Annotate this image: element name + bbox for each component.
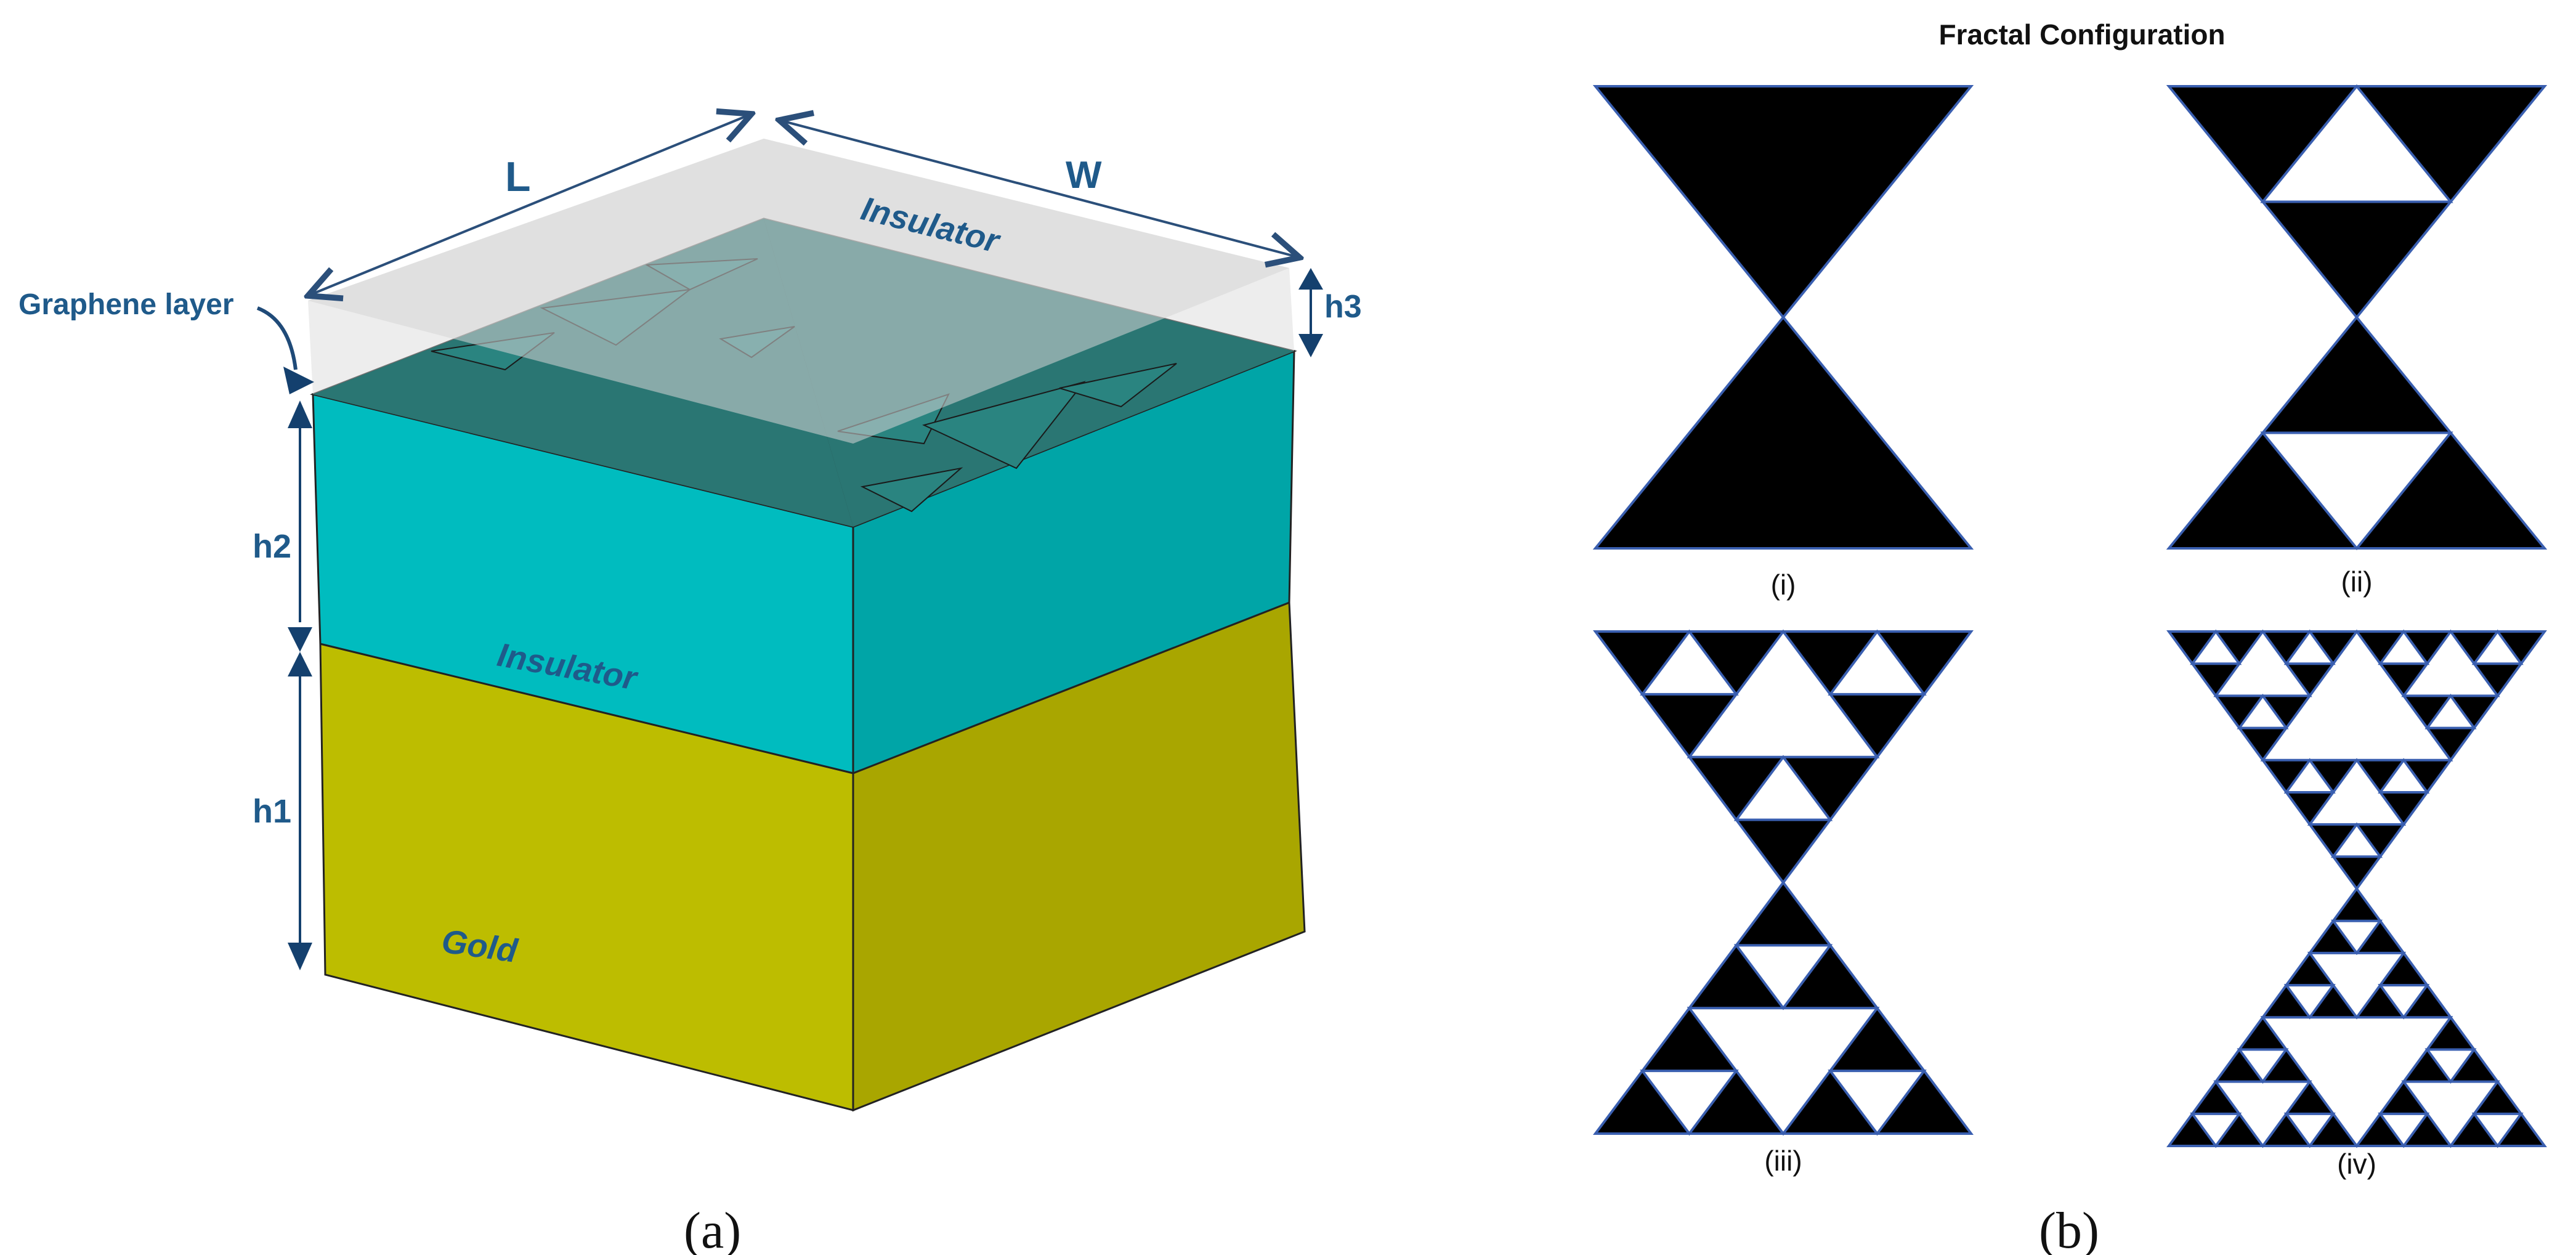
fractal-hole-triangle <box>2471 629 2524 665</box>
fractal-hole-triangle <box>2237 1048 2289 1084</box>
fractal-hole-triangle <box>1733 755 1833 821</box>
graphene-small-triangle <box>860 467 963 513</box>
panel-a-unit-cell: L W Insulator Graphene layer h3 h2 h1 I <box>18 114 1362 1255</box>
graphene-small-triangle <box>1059 363 1177 408</box>
width-dimension-arrow <box>779 120 1300 258</box>
fractal-hole-triangle <box>2330 822 2383 858</box>
length-dimension-arrow <box>308 114 751 296</box>
panel-b-fractal-configuration: Fractal Configuration (i) (ii) (iii) (iv… <box>1592 18 2548 1255</box>
fractal-hole-triangle <box>2283 984 2336 1020</box>
h3-label: h3 <box>1324 289 1362 325</box>
fractal-hole-triangle <box>2378 1112 2430 1148</box>
h1-dimension-arrow <box>288 652 312 970</box>
fractal-hole-triangle <box>2283 758 2336 794</box>
fractal-hole-triangle <box>2283 1112 2336 1148</box>
fractal-hole-triangle <box>2283 629 2336 665</box>
fractal-hole-triangle <box>2260 84 2453 203</box>
fractal-iteration-3 <box>2166 629 2547 1148</box>
width-label: W <box>1066 154 1102 197</box>
h3-dimension-arrow <box>1298 268 1323 357</box>
fractal-hole-triangle <box>2330 919 2383 956</box>
fractal-hole-triangle <box>1640 1070 1739 1136</box>
fractal-hole-triangle <box>2190 629 2242 665</box>
fractal-upper-triangle <box>1592 85 1974 320</box>
fractal-hole-triangle <box>1640 629 1739 696</box>
fractal-label-ii: (ii) <box>2341 566 2372 598</box>
fractal-iteration-1 <box>2166 84 2548 551</box>
length-label: L <box>505 153 531 200</box>
fractal-hole-triangle <box>2378 984 2430 1020</box>
fractal-iteration-2 <box>1593 629 1974 1136</box>
fractal-hole-triangle <box>2190 1112 2242 1148</box>
panel-b-caption: (b) <box>2039 1202 2099 1255</box>
h2-dimension-arrow <box>288 400 312 652</box>
graphene-layer-label: Graphene layer <box>18 288 234 321</box>
fractal-label-iii: (iii) <box>1764 1145 1802 1177</box>
graphene-small-triangle <box>922 381 1086 469</box>
fractal-hole-triangle <box>2424 693 2477 729</box>
fractal-configuration-title: Fractal Configuration <box>1938 18 2225 51</box>
fractal-hole-triangle <box>1733 944 1833 1010</box>
h2-label: h2 <box>253 528 291 565</box>
fractal-hole-triangle <box>2471 1112 2524 1148</box>
h1-label: h1 <box>253 793 291 830</box>
fractal-hole-triangle <box>2237 693 2289 729</box>
panel-a-caption: (a) <box>684 1202 741 1255</box>
fractal-hole-triangle <box>2424 1048 2477 1084</box>
graphene-leader-line <box>256 306 298 370</box>
fractal-lower-triangle <box>1592 315 1974 550</box>
fractal-hole-triangle <box>2378 758 2430 794</box>
fractal-hole-triangle <box>2260 431 2453 551</box>
fractal-iteration-0 <box>1592 85 1974 550</box>
fractal-label-i: (i) <box>1771 569 1796 601</box>
fractal-hole-triangle <box>1828 1070 1927 1136</box>
graphene-leader-arrowhead <box>283 367 314 394</box>
fractal-hole-triangle <box>2378 629 2430 665</box>
fractal-hole-triangle <box>1828 629 1927 696</box>
fractal-label-iv: (iv) <box>2337 1148 2376 1180</box>
